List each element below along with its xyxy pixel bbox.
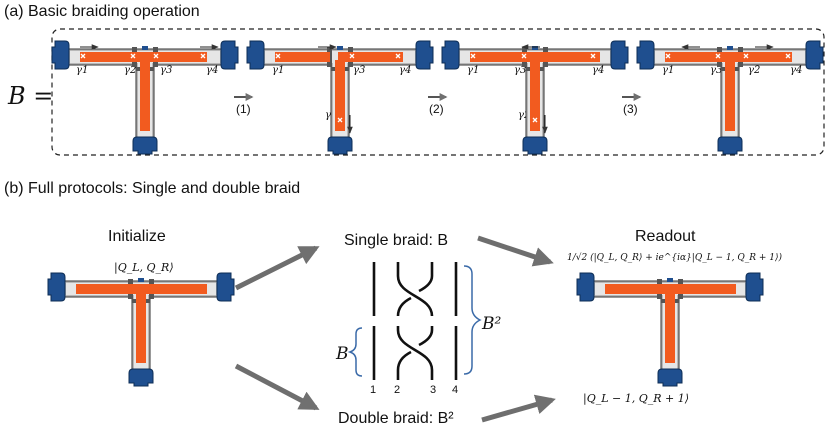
panel2-label-g4: γ4 [399,65,412,76]
strand-number-4: 4 [452,384,459,396]
braid-right-label: B² [482,314,502,334]
device-initialize [47,272,235,387]
panel3-label-g4: γ4 [592,65,605,76]
operator-b: B = [8,82,54,110]
device-panel-3 [441,40,629,155]
panel1-label-g4: γ4 [206,65,219,76]
initial-state: |Q_L, Q_R⟩ [114,261,174,274]
step-label-1: (1) [236,102,251,116]
panel4-label-g1: γ1 [662,65,675,76]
protocol-arrows [234,235,556,423]
braces [347,265,482,377]
device-panel-1 [51,40,239,155]
double-braid-heading: Double braid: B² [338,410,454,427]
device-panel-2 [246,40,434,155]
strand-number-3: 3 [430,384,437,396]
panel1-label-g2: γ2 [124,65,137,76]
panel3-label-g3: γ3 [514,65,527,76]
panel2-label-g3: γ3 [353,65,366,76]
panel3-vlabel-g2: γ2 [518,110,531,121]
single-braid-heading: Single braid: B [344,232,449,249]
readout-state-single: 1/√2 (|Q_L, Q_R⟩ + ie^{iα}|Q_L − 1, Q_R … [567,253,783,263]
panel1-label-g3: γ3 [160,65,173,76]
readout-state-double: |Q_L − 1, Q_R + 1⟩ [583,392,690,405]
dashed-frame [51,28,825,156]
braid-left-label: B [336,344,349,364]
device-panel-4 [636,40,824,155]
step-label-3: (3) [623,102,638,116]
panel4-label-g4: γ4 [790,65,803,76]
strand-number-1: 1 [370,384,377,396]
step-label-2: (2) [429,102,444,116]
section-b-label: (b) Full protocols: Single and double br… [4,180,301,197]
readout-heading: Readout [635,228,696,245]
panel4-label-g2: γ2 [748,65,761,76]
device-readout [576,272,764,387]
panel3-label-g1: γ1 [467,65,480,76]
strand-number-2: 2 [394,384,401,396]
panel1-label-g1: γ1 [76,65,89,76]
panel2-label-g1: γ1 [272,65,285,76]
initialize-heading: Initialize [108,228,166,245]
section-a-label: (a) Basic braiding operation [4,3,200,20]
panel4-label-g3: γ3 [710,65,723,76]
